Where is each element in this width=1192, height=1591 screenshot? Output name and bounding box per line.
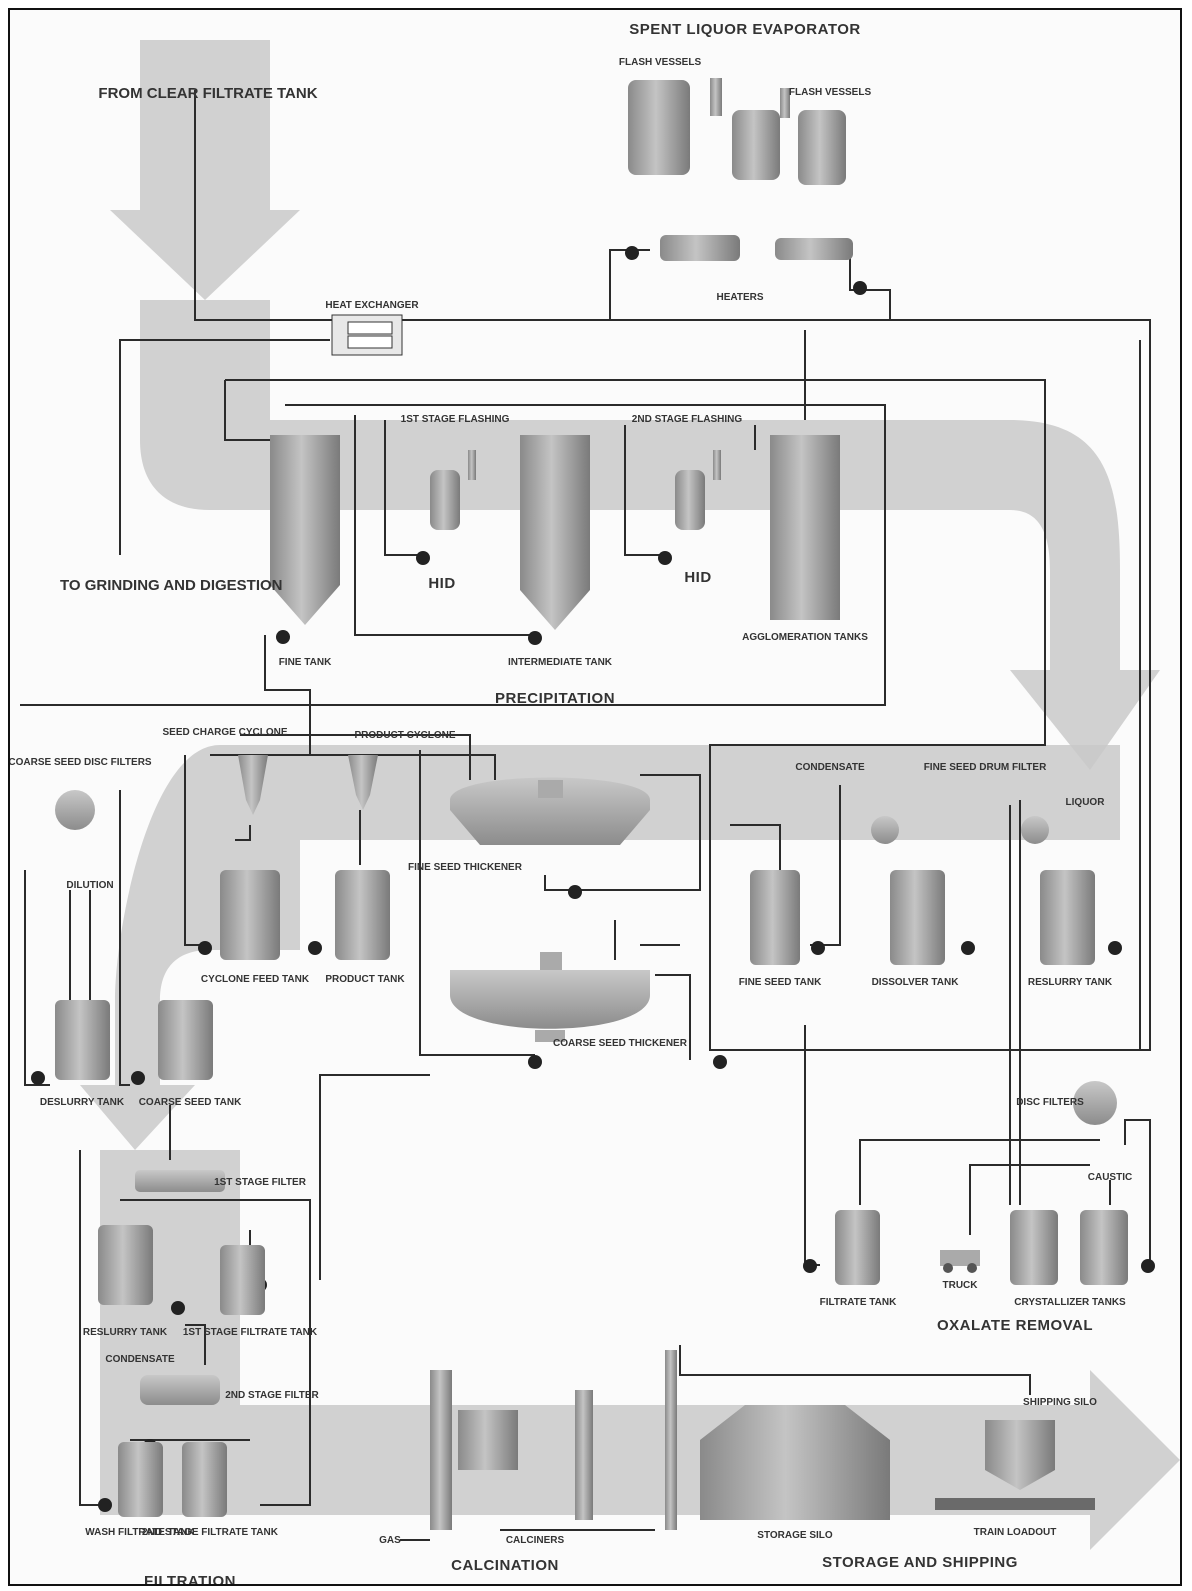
product-cyclone-label: PRODUCT CYCLONE xyxy=(354,730,455,741)
deslurry-tank-label: DESLURRY TANK xyxy=(40,1097,125,1108)
storage-section-label: STORAGE AND SHIPPING xyxy=(822,1554,1018,1571)
hid-label-2: HID xyxy=(684,569,711,586)
coarse-seed-tank-label: COARSE SEED TANK xyxy=(139,1097,242,1108)
outflow-label: TO GRINDING AND DIGESTION xyxy=(60,577,283,594)
seed-charge-cyclone-label: SEED CHARGE CYCLONE xyxy=(162,727,287,738)
dilution-label: DILUTION xyxy=(66,880,113,891)
diagram-canvas: FROM CLEAR FILTRATE TANK TO GRINDING AND… xyxy=(10,10,1182,1586)
fine-tank-label: FINE TANK xyxy=(279,657,332,668)
heat-exchanger-label: HEAT EXCHANGER xyxy=(325,300,419,311)
hid-label-1: HID xyxy=(428,575,455,592)
precipitation-section-label: PRECIPITATION xyxy=(495,690,615,707)
fine-seed-thickener-label: FINE SEED THICKENER xyxy=(408,862,523,873)
stage1-filter-label: 1ST STAGE FILTER xyxy=(214,1177,307,1188)
storage-silo-label: STORAGE SILO xyxy=(757,1530,833,1541)
inflow-label: FROM CLEAR FILTRATE TANK xyxy=(98,85,317,102)
train-loadout-label: TRAIN LOADOUT xyxy=(974,1527,1057,1538)
stage2-filtrate-tank-label: 2ND STAGE FILTRATE TANK xyxy=(142,1527,279,1538)
fine-seed-tank-label: FINE SEED TANK xyxy=(739,977,822,988)
cyclone-feed-tank-label: CYCLONE FEED TANK xyxy=(201,974,310,985)
fine-seed-drum-filter-label: FINE SEED DRUM FILTER xyxy=(924,762,1047,773)
oxalate-equipment xyxy=(835,1081,1128,1285)
crystallizer-tanks-label: CRYSTALLIZER TANKS xyxy=(1014,1297,1126,1308)
flash-vessels-label-1: FLASH VESSELS xyxy=(619,57,702,68)
reslurry-tank-label: RESLURRY TANK xyxy=(1028,977,1113,988)
condensate-label-1: CONDENSATE xyxy=(795,762,865,773)
process-flow-diagram: FROM CLEAR FILTRATE TANK TO GRINDING AND… xyxy=(8,8,1182,1586)
agglomeration-tanks-label: AGGLOMERATION TANKS xyxy=(742,632,868,643)
coarse-seed-thickener-label: COARSE SEED THICKENER xyxy=(553,1038,688,1049)
evaporator-title: SPENT LIQUOR EVAPORATOR xyxy=(629,21,861,38)
product-tank-label: PRODUCT TANK xyxy=(325,974,405,985)
dissolver-tank-label: DISSOLVER TANK xyxy=(872,977,960,988)
stage2-filter-label: 2ND STAGE FILTER xyxy=(225,1390,319,1401)
truck-label: TRUCK xyxy=(943,1280,979,1291)
evaporator-equipment xyxy=(332,78,853,355)
intermediate-tank-label: INTERMEDIATE TANK xyxy=(508,657,613,668)
calcination-section-label: CALCINATION xyxy=(451,1557,559,1574)
stage1-filtrate-tank-label: 1ST STAGE FILTRATE TANK xyxy=(183,1327,318,1338)
stage2-flashing-label: 2ND STAGE FLASHING xyxy=(632,414,743,425)
gas-label: GAS xyxy=(379,1535,401,1546)
caustic-label: CAUSTIC xyxy=(1088,1172,1132,1183)
calciners-label: CALCINERS xyxy=(506,1535,565,1546)
filtration-condensate-label: CONDENSATE xyxy=(105,1354,175,1365)
disc-filters-label: DISC FILTERS xyxy=(1016,1097,1084,1108)
heaters-label: HEATERS xyxy=(716,292,763,303)
filtration-section-label: FILTRATION xyxy=(144,1573,236,1586)
stage1-flashing-label: 1ST STAGE FLASHING xyxy=(401,414,510,425)
liquor-label: LIQUOR xyxy=(1066,797,1106,808)
coarse-seed-disc-filters-label: COARSE SEED DISC FILTERS xyxy=(10,757,152,768)
filtration-reslurry-tank-label: RESLURRY TANK xyxy=(83,1327,168,1338)
flash-vessels-label-2: FLASH VESSELS xyxy=(789,87,872,98)
filtrate-tank-label: FILTRATE TANK xyxy=(820,1297,897,1308)
shipping-silo-label: SHIPPING SILO xyxy=(1023,1397,1097,1408)
oxalate-section-label: OXALATE REMOVAL xyxy=(937,1317,1093,1334)
